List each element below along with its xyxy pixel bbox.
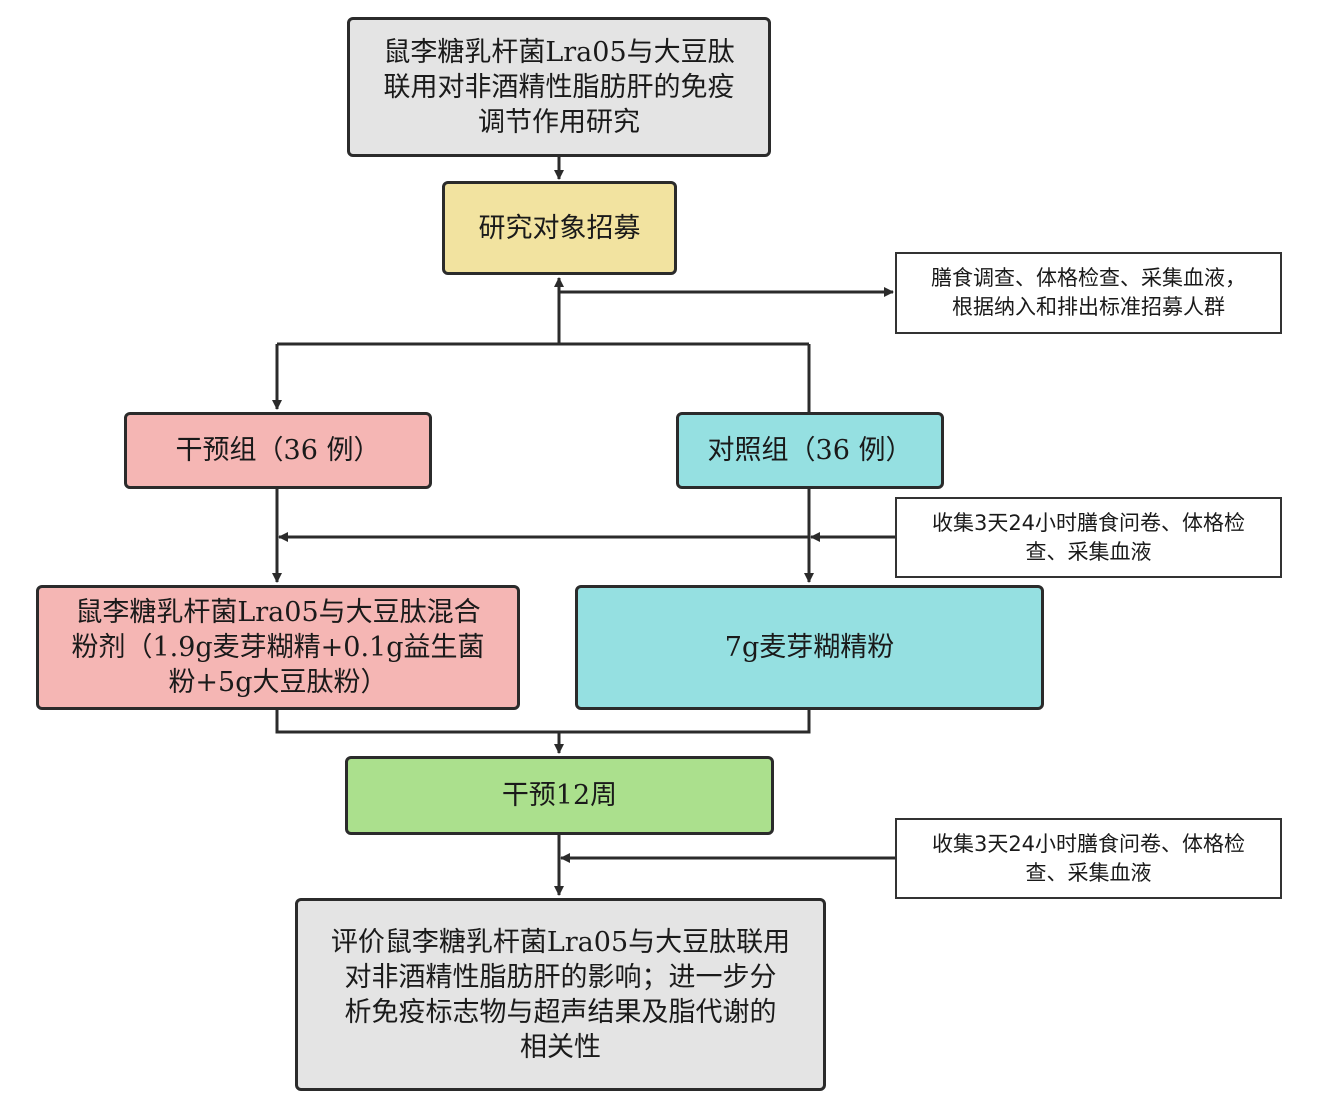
intervention-treatment-box: 鼠李糖乳杆菌Lra05与大豆肽混合 粉剂（1.9g麦芽糊精+0.1g益生菌 粉+… [36, 585, 520, 710]
duration-box: 干预12周 [345, 756, 774, 835]
control-group-box: 对照组（36 例） [676, 412, 944, 489]
recruit-note: 膳食调查、体格检查、采集血液， 根据纳入和排出标准招募人群 [895, 252, 1282, 334]
title-box: 鼠李糖乳杆菌Lra05与大豆肽 联用对非酒精性脂肪肝的免疫 调节作用研究 [347, 17, 771, 157]
merge-line [275, 709, 811, 734]
evaluation-box: 评价鼠李糖乳杆菌Lra05与大豆肽联用 对非酒精性脂肪肝的影响；进一步分 析免疫… [295, 898, 826, 1091]
followup-note: 收集3天24小时膳食问卷、体格检 查、采集血液 [895, 818, 1282, 899]
recruit-box: 研究对象招募 [442, 181, 677, 275]
baseline-note: 收集3天24小时膳食问卷、体格检 查、采集血液 [895, 497, 1282, 578]
intervention-group-box: 干预组（36 例） [124, 412, 432, 489]
control-treatment-box: 7g麦芽糊精粉 [575, 585, 1044, 710]
